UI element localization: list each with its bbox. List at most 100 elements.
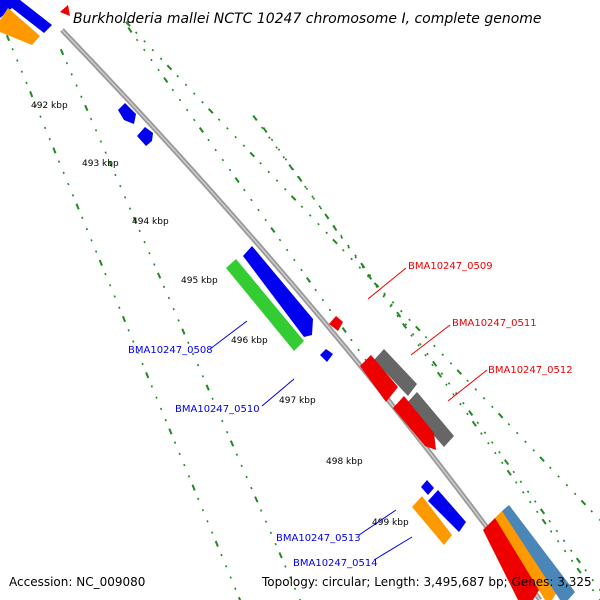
track-dot bbox=[347, 246, 350, 249]
track-dot bbox=[383, 293, 386, 297]
track-dot bbox=[503, 459, 510, 466]
track-dot bbox=[576, 567, 582, 574]
track-dot bbox=[383, 292, 386, 296]
gene-label-0513[interactable]: BMA10247_0513 bbox=[276, 533, 361, 544]
track-dot bbox=[25, 81, 28, 85]
track-dot bbox=[308, 214, 312, 217]
track-dot bbox=[466, 412, 469, 416]
track-dot bbox=[141, 362, 144, 366]
track-dot bbox=[419, 342, 422, 346]
track-dot bbox=[433, 344, 436, 348]
track-dot bbox=[474, 388, 478, 391]
track-dot bbox=[214, 148, 217, 152]
track-dot bbox=[549, 466, 552, 470]
track-dot bbox=[228, 168, 232, 172]
track-dot bbox=[584, 569, 587, 572]
track-dot bbox=[284, 565, 287, 568]
reverse-cds-arrow bbox=[60, 5, 70, 16]
track-dot bbox=[350, 257, 353, 261]
topology-text: Topology: circular; Length: 3,495,687 bp… bbox=[261, 575, 592, 589]
reverse-cds-arrow bbox=[329, 316, 343, 331]
tick-label: 495 kbp bbox=[181, 276, 218, 286]
track-dot bbox=[234, 135, 237, 139]
track-dot bbox=[312, 197, 316, 200]
track-dot bbox=[205, 384, 210, 391]
track-dot bbox=[108, 160, 113, 167]
track-dot bbox=[250, 486, 253, 490]
track-dot bbox=[431, 363, 434, 367]
gene-label-0511[interactable]: BMA10247_0511 bbox=[452, 318, 537, 329]
track-dot bbox=[143, 40, 146, 43]
track-dot bbox=[224, 565, 228, 568]
rna-feature bbox=[226, 259, 304, 351]
track-dot bbox=[471, 420, 477, 427]
leader-line bbox=[358, 509, 397, 536]
track-dot bbox=[220, 553, 223, 557]
track-dot bbox=[136, 351, 140, 354]
track-dot bbox=[178, 98, 182, 102]
forward-cds-arrow bbox=[421, 480, 434, 495]
track-dot bbox=[447, 382, 451, 385]
track-dot bbox=[285, 248, 289, 252]
track-dot bbox=[39, 115, 42, 118]
track-dot bbox=[311, 195, 314, 198]
track-dot bbox=[153, 263, 156, 266]
track-dot bbox=[539, 456, 545, 462]
track-dot bbox=[524, 440, 527, 443]
track-dot bbox=[573, 492, 577, 496]
track-dot bbox=[148, 252, 151, 255]
track-dot bbox=[150, 58, 153, 62]
track-dot bbox=[20, 70, 24, 73]
track-dot bbox=[177, 319, 180, 322]
track-dot bbox=[125, 21, 131, 27]
track-dot bbox=[34, 104, 37, 107]
track-dot bbox=[314, 288, 317, 292]
track-dot bbox=[360, 262, 366, 269]
track-dot bbox=[94, 129, 98, 132]
track-dot bbox=[468, 410, 474, 416]
track-dot bbox=[482, 396, 486, 400]
track-dot bbox=[85, 227, 89, 231]
track-dot bbox=[580, 499, 587, 506]
track-dot bbox=[278, 552, 283, 559]
track-dot bbox=[340, 234, 343, 238]
track-dot bbox=[104, 272, 107, 276]
track-dot bbox=[562, 539, 566, 543]
track-dot bbox=[243, 188, 246, 192]
track-dot bbox=[340, 236, 344, 239]
track-dot bbox=[75, 203, 80, 210]
track-dot bbox=[250, 198, 253, 202]
track-dot bbox=[570, 549, 573, 552]
reverse-cds-arrow bbox=[483, 518, 545, 600]
track-dot bbox=[424, 335, 428, 339]
gene-label-0512[interactable]: BMA10247_0512 bbox=[488, 365, 573, 376]
track-dot bbox=[325, 231, 328, 235]
track-dot bbox=[187, 341, 190, 345]
track-dot bbox=[48, 137, 51, 141]
gene-label-0514[interactable]: BMA10247_0514 bbox=[293, 558, 378, 569]
genome-backbone bbox=[60, 28, 543, 600]
track-dot bbox=[172, 307, 175, 311]
track-dot bbox=[191, 352, 195, 356]
gray-feature bbox=[374, 349, 417, 396]
reverse-cds-arrow bbox=[360, 355, 398, 402]
track-dot bbox=[201, 508, 205, 512]
track-dot bbox=[526, 490, 530, 493]
track-dot bbox=[16, 59, 19, 62]
forward-cds-arrow bbox=[118, 103, 136, 124]
track-dot bbox=[108, 284, 112, 287]
gene-label-0510[interactable]: BMA10247_0510 bbox=[175, 404, 260, 415]
track-dot bbox=[304, 185, 307, 189]
gene-label-0508[interactable]: BMA10247_0508 bbox=[128, 345, 213, 356]
leader-line bbox=[261, 378, 295, 407]
track-dot bbox=[176, 74, 179, 78]
track-dot bbox=[262, 127, 268, 133]
track-dot bbox=[456, 369, 463, 375]
track-dot bbox=[198, 127, 205, 133]
track-dot bbox=[275, 179, 279, 182]
gene-label-0509[interactable]: BMA10247_0509 bbox=[408, 261, 493, 272]
track-dot bbox=[341, 327, 347, 333]
track-dot bbox=[242, 144, 246, 148]
track-dot bbox=[99, 140, 103, 143]
track-dot bbox=[410, 334, 413, 337]
